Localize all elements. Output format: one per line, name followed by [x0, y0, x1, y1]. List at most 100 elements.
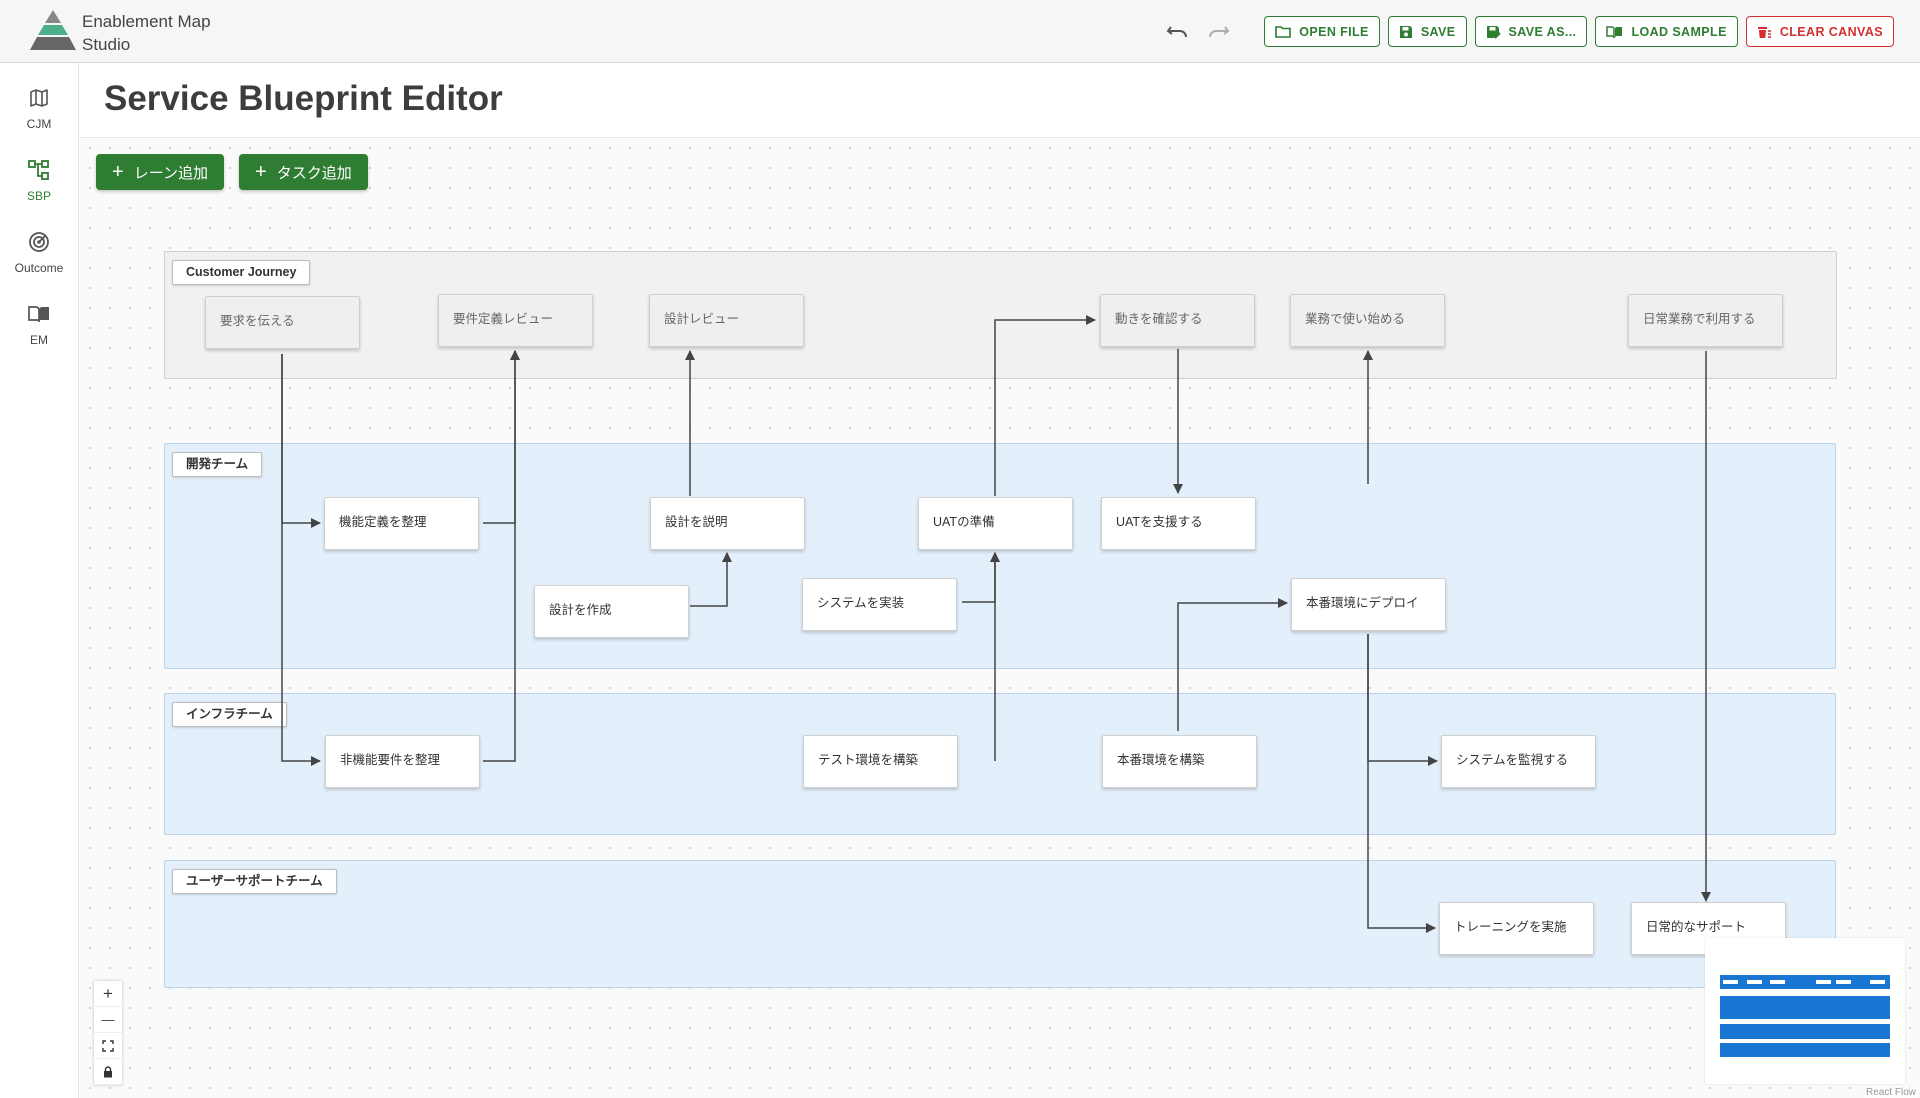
- task-node[interactable]: システムを監視する: [1441, 735, 1596, 788]
- minimap-lane: [1720, 1043, 1890, 1057]
- node-label: 非機能要件を整理: [340, 753, 441, 767]
- load-sample-button[interactable]: LOAD SAMPLE: [1595, 16, 1738, 47]
- lane-support-team[interactable]: ユーザーサポートチーム: [164, 860, 1836, 988]
- save-label: SAVE: [1420, 24, 1456, 39]
- lane-customer-journey[interactable]: Customer Journey: [164, 251, 1837, 379]
- lane-label[interactable]: ユーザーサポートチーム: [172, 869, 337, 894]
- zoom-controls: + —: [94, 981, 122, 1085]
- zoom-in-button[interactable]: +: [94, 981, 122, 1007]
- minimap[interactable]: [1705, 938, 1905, 1084]
- zoom-out-button[interactable]: —: [94, 1007, 122, 1033]
- app-title-line1: Enablement Map: [82, 12, 211, 31]
- task-node[interactable]: トレーニングを実施: [1439, 902, 1594, 955]
- page-title: Service Blueprint Editor: [104, 79, 503, 118]
- fit-view-button[interactable]: [94, 1033, 122, 1059]
- node-label: 日常業務で利用する: [1643, 312, 1756, 326]
- task-node[interactable]: 設計を作成: [534, 585, 689, 638]
- minimap-node: [1870, 980, 1885, 984]
- save-as-label: SAVE AS...: [1508, 24, 1577, 39]
- minimap-lane: [1720, 996, 1890, 1019]
- lane-dev-team[interactable]: 開発チーム: [164, 443, 1836, 669]
- node-label: トレーニングを実施: [1454, 920, 1567, 934]
- sidebar-item-outcome[interactable]: Outcome: [0, 229, 78, 289]
- add-task-label: タスク追加: [276, 164, 352, 182]
- plus-icon: +: [255, 161, 267, 183]
- save-icon: [1399, 25, 1412, 38]
- title-bar: Service Blueprint Editor: [80, 63, 1920, 138]
- redo-button[interactable]: [1202, 17, 1236, 47]
- zoom-in-icon: +: [103, 983, 113, 1003]
- task-node[interactable]: 本番環境を構築: [1102, 735, 1257, 788]
- task-node[interactable]: 機能定義を整理: [324, 497, 479, 550]
- sidebar-item-cjm[interactable]: CJM: [0, 85, 78, 145]
- folder-icon: [1275, 26, 1292, 38]
- app-title: Enablement Map Studio: [82, 10, 242, 56]
- node-label: テスト環境を構築: [818, 753, 919, 767]
- node-label: UATを支援する: [1116, 515, 1203, 529]
- clear-canvas-label: CLEAR CANVAS: [1779, 24, 1883, 39]
- sidebar-item-label: EM: [30, 333, 48, 347]
- open-file-label: OPEN FILE: [1299, 24, 1369, 39]
- book-icon: [26, 301, 52, 327]
- node-label: UATの準備: [933, 515, 995, 529]
- node-label: 設計を説明: [665, 515, 728, 529]
- redo-icon: [1209, 25, 1230, 37]
- app-title-line2: Studio: [82, 35, 131, 54]
- lock-button[interactable]: [94, 1059, 122, 1085]
- journey-node[interactable]: 要件定義レビュー: [438, 294, 593, 347]
- node-label: 要求を伝える: [220, 314, 295, 328]
- node-label: 設計を作成: [549, 603, 612, 617]
- save-as-button[interactable]: SAVE AS...: [1474, 16, 1588, 47]
- lane-label[interactable]: インフラチーム: [172, 702, 287, 727]
- journey-node[interactable]: 日常業務で利用する: [1628, 294, 1783, 347]
- book-open-icon: [1606, 25, 1623, 38]
- minimap-node: [1723, 980, 1738, 984]
- journey-node[interactable]: 業務で使い始める: [1290, 294, 1445, 347]
- undo-button[interactable]: [1160, 17, 1194, 47]
- sidebar-item-em[interactable]: EM: [0, 301, 78, 361]
- task-node[interactable]: システムを実装: [802, 578, 957, 631]
- lock-icon: [104, 1065, 112, 1077]
- sidebar-item-label: Outcome: [14, 261, 64, 275]
- task-node[interactable]: UATの準備: [918, 497, 1073, 550]
- lane-label[interactable]: Customer Journey: [172, 260, 311, 285]
- minimap-lane: [1720, 1024, 1890, 1039]
- task-node[interactable]: 非機能要件を整理: [325, 735, 480, 788]
- node-label: 本番環境を構築: [1117, 753, 1205, 767]
- flowchart-icon: [26, 157, 52, 183]
- open-file-button[interactable]: OPEN FILE: [1264, 16, 1380, 47]
- task-node[interactable]: 本番環境にデプロイ: [1291, 578, 1446, 631]
- journey-node[interactable]: 動きを確認する: [1100, 294, 1255, 347]
- node-label: 要件定義レビュー: [453, 312, 554, 326]
- zoom-out-icon: —: [101, 1012, 115, 1027]
- app-header: Enablement Map Studio OPEN FILE: [0, 0, 1920, 63]
- node-label: 設計レビュー: [664, 312, 740, 326]
- logo-icon: [30, 10, 76, 50]
- node-label: 機能定義を整理: [339, 515, 427, 529]
- toolbar: OPEN FILE SAVE SAVE AS... LOAD SAMPLE: [1160, 16, 1894, 47]
- task-node[interactable]: 設計を説明: [650, 497, 805, 550]
- task-node[interactable]: UATを支援する: [1101, 497, 1256, 550]
- minimap-node: [1836, 980, 1851, 984]
- journey-node[interactable]: 要求を伝える: [205, 296, 360, 349]
- node-label: 業務で使い始める: [1305, 312, 1406, 326]
- undo-icon: [1166, 25, 1188, 37]
- flow-canvas[interactable]: + レーン追加 + タスク追加 Customer Journey 開発チーム イ…: [80, 138, 1920, 1098]
- save-button[interactable]: SAVE: [1387, 16, 1467, 47]
- plus-icon: +: [112, 161, 124, 183]
- save-as-icon: [1486, 25, 1501, 39]
- lane-label[interactable]: 開発チーム: [172, 452, 263, 477]
- fit-view-icon: [102, 1039, 114, 1052]
- target-icon: [26, 229, 52, 255]
- journey-node[interactable]: 設計レビュー: [649, 294, 804, 347]
- attribution[interactable]: React Flow: [1863, 1087, 1918, 1098]
- clear-canvas-button[interactable]: CLEAR CANVAS: [1745, 16, 1894, 47]
- minimap-node: [1816, 980, 1831, 984]
- sidebar-item-label: SBP: [26, 189, 51, 203]
- add-task-button[interactable]: + タスク追加: [239, 154, 368, 190]
- map-icon: [26, 85, 52, 111]
- sidebar-item-sbp[interactable]: SBP: [0, 157, 78, 217]
- node-label: 動きを確認する: [1115, 312, 1203, 326]
- add-lane-button[interactable]: + レーン追加: [96, 154, 224, 190]
- task-node[interactable]: テスト環境を構築: [803, 735, 958, 788]
